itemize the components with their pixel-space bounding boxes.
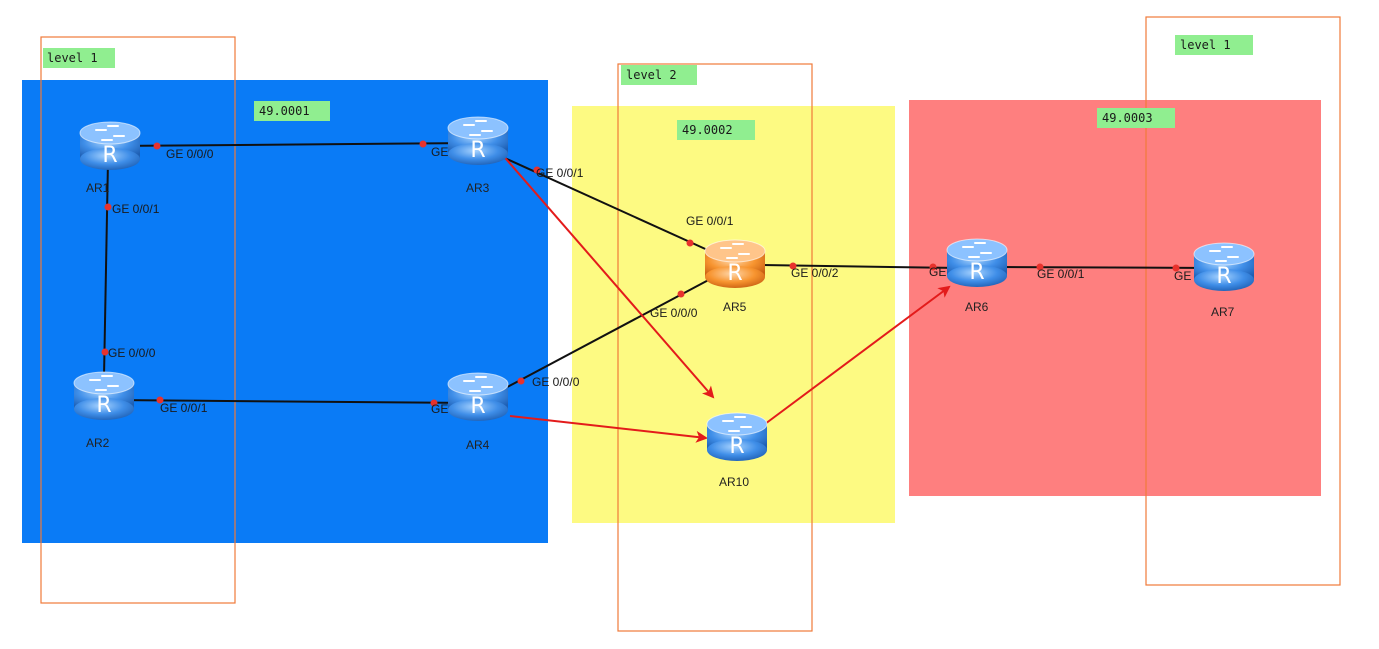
svg-text:49.0001: 49.0001 (259, 104, 310, 118)
link-ar1-ar2 (103, 159, 109, 378)
port-label: GE 0/0/1 (536, 166, 584, 180)
port-dot (1036, 263, 1044, 271)
router-ar5[interactable]: R AR5 (704, 239, 766, 314)
router-name-label: AR7 (1211, 305, 1235, 319)
router-ar7[interactable]: R AR7 (1193, 242, 1255, 319)
router-ar1[interactable]: R AR1 (79, 121, 141, 195)
port-label: GE 0/0/0 (166, 147, 214, 161)
area-tag-49-0003: 49.0003 (1097, 108, 1175, 128)
router-ar4[interactable]: R AR4 (447, 372, 509, 452)
port-label: GE 0/0/1 (112, 202, 160, 216)
area-49-0003 (909, 100, 1321, 496)
link-ar3-ar5 (497, 154, 713, 253)
port-dot (789, 262, 797, 270)
svg-text:level 2: level 2 (626, 68, 677, 82)
port-dot (419, 140, 427, 148)
router-arrows-icon (720, 243, 750, 259)
port-label: GE 0/0/0 (108, 346, 156, 360)
router-ar10[interactable]: R AR10 (706, 412, 768, 489)
level-box-left (40, 36, 236, 604)
port-dot (430, 399, 438, 407)
router-arrows-icon (962, 242, 992, 258)
port-dot (533, 166, 541, 174)
level-tag-middle: level 2 (621, 65, 697, 85)
port-dot (517, 377, 525, 385)
link-ar2-ar4 (103, 399, 479, 404)
arrow-ar3-ar10 (499, 151, 715, 399)
router-ar6[interactable]: R AR6 (946, 238, 1008, 314)
router-name-label: AR1 (86, 181, 110, 195)
port-dot (153, 142, 161, 150)
router-r-glyph: R (470, 138, 485, 163)
link-ar6-ar7 (999, 266, 1216, 269)
arrow-ar4-ar10 (509, 415, 708, 443)
port-label: GE 0/0/0 (650, 306, 698, 320)
port-dots (101, 140, 1180, 407)
svg-text:49.0003: 49.0003 (1102, 111, 1153, 125)
router-name-label: AR10 (719, 475, 749, 489)
port-label: GE 0/0/1 (686, 214, 734, 228)
svg-text:level 1: level 1 (47, 51, 98, 65)
router-r-glyph: R (729, 434, 744, 459)
port-dot (1172, 264, 1180, 272)
port-label: GE 0/0/1 (1037, 267, 1085, 281)
router-r-glyph: R (470, 394, 485, 419)
svg-text:49.0002: 49.0002 (682, 123, 733, 137)
router-r-glyph: R (1216, 264, 1231, 289)
arrow-ar10-ar6 (764, 285, 951, 425)
router-r-glyph: R (969, 260, 984, 285)
svg-text:level 1: level 1 (1180, 38, 1231, 52)
port-dot (929, 263, 937, 271)
port-dot (677, 290, 685, 298)
area-tag-49-0002: 49.0002 (677, 120, 755, 140)
port-label: GE 0/0/2 (791, 266, 839, 280)
level-tag-left: level 1 (43, 48, 115, 68)
port-label: GE 0/0/0 (532, 375, 580, 389)
port-dot (156, 396, 164, 404)
router-arrows-icon (463, 120, 493, 136)
router-arrows-icon (463, 376, 493, 392)
arrows (499, 151, 951, 443)
port-dot (101, 348, 109, 356)
port-dot (104, 203, 112, 211)
router-name-label: AR6 (965, 300, 989, 314)
link-ar1-ar3 (109, 142, 478, 147)
router-name-label: AR5 (723, 300, 747, 314)
router-ar2[interactable]: R AR2 (73, 371, 135, 450)
level-tag-right: level 1 (1175, 35, 1253, 55)
router-name-label: AR3 (466, 181, 490, 195)
router-arrows-icon (1209, 246, 1239, 262)
router-arrows-icon (89, 375, 119, 391)
router-name-label: AR4 (466, 438, 490, 452)
level-box-right (1145, 16, 1341, 586)
level-box-middle (617, 63, 813, 632)
port-dot (686, 239, 694, 247)
router-arrows-icon (722, 416, 752, 432)
router-r-glyph: R (727, 261, 742, 286)
router-r-glyph: R (102, 143, 117, 168)
router-r-glyph: R (96, 393, 111, 418)
router-name-label: AR2 (86, 436, 110, 450)
router-ar3[interactable]: R AR3 (447, 116, 509, 195)
port-label: GE 0/0/1 (160, 401, 208, 415)
area-tag-49-0001: 49.0001 (254, 101, 330, 121)
router-arrows-icon (95, 125, 125, 141)
